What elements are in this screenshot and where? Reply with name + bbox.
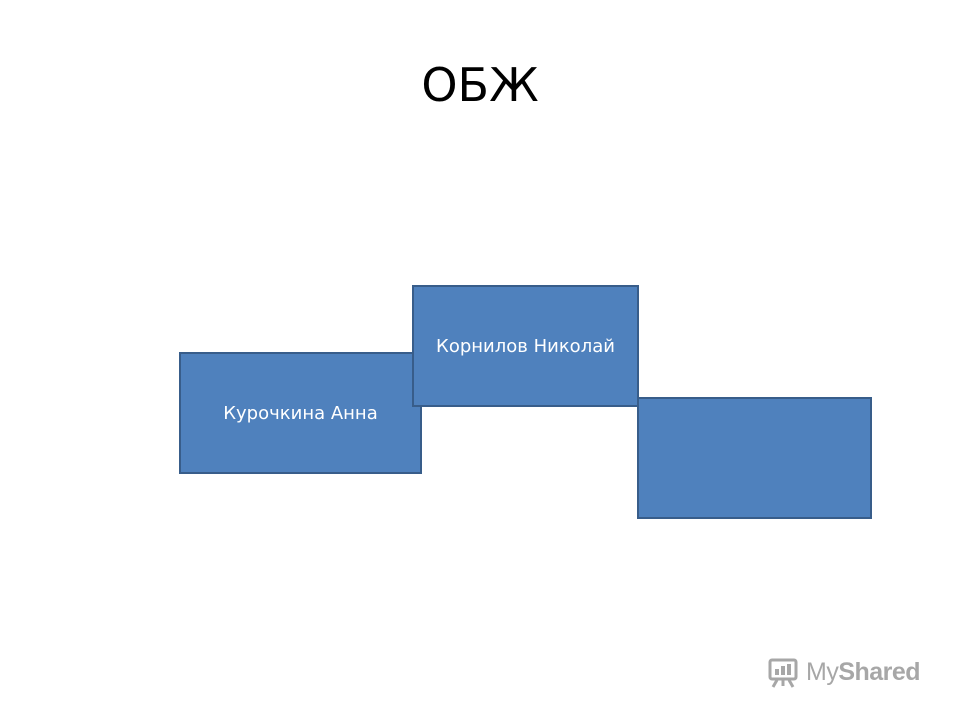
watermark-brand: Shared — [838, 657, 921, 686]
mysharedwatermark: MyShared — [766, 655, 921, 689]
diagram-box-kornilov: Корнилов Николай — [412, 285, 639, 407]
watermark-text: MyShared — [806, 657, 921, 687]
watermark-prefix: My — [806, 657, 839, 686]
presentation-board-icon — [768, 658, 798, 688]
diagram-box-empty — [637, 397, 872, 519]
diagram-box-kurochkina: Курочкина Анна — [179, 352, 422, 474]
diagram-box-label: Курочкина Анна — [223, 402, 378, 424]
diagram-box-label: Корнилов Николай — [436, 335, 615, 357]
slide-title: ОБЖ — [421, 58, 539, 112]
